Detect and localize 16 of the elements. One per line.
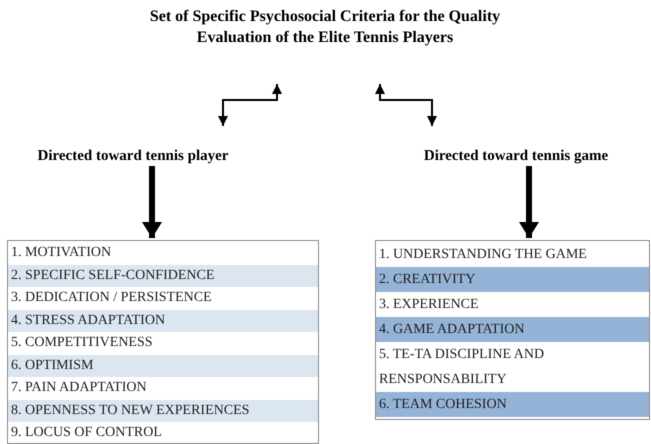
list-item: 8. OPENNESS TO NEW EXPERIENCES — [8, 400, 318, 422]
criteria-list — [375, 240, 650, 420]
list-item: 6. OPTIMISM — [8, 354, 318, 377]
arrow — [142, 166, 162, 238]
arrow — [375, 84, 437, 126]
category-heading: Directed toward tennis game — [424, 147, 608, 166]
list-item: 2. SPECIFIC SELF-CONFIDENCE — [8, 264, 318, 287]
list-item: 4. STRESS ADAPTATION — [8, 310, 318, 332]
list-item: 2. CREATIVITY — [376, 267, 649, 292]
criteria-list — [7, 240, 319, 444]
arrow — [519, 166, 539, 238]
arrow — [218, 84, 282, 126]
list-item: 4. GAME ADAPTATION — [376, 317, 649, 342]
category-heading: Directed toward tennis player — [38, 147, 228, 166]
list-item: 6. TEAM COHESION — [376, 392, 649, 417]
top-concept-label: Set of Specific Psychosocial Criteria for the Quality Evaluation of the Elite Tennis Players — [148, 7, 502, 48]
